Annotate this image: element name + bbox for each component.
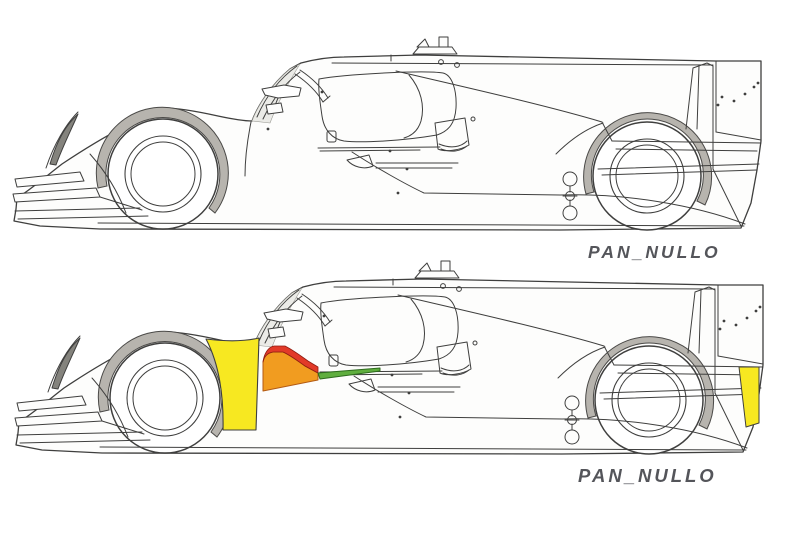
car-bottom-base: [15, 278, 764, 455]
highlight-front-side-panel: [205, 337, 260, 431]
highlight-sill-strip: [317, 367, 381, 380]
car-top-base: [13, 54, 762, 231]
highlight-rear-tail-panel: [738, 366, 760, 428]
highlight-cockpit-upper-trim: [262, 345, 319, 374]
car-view-bottom: [14, 260, 764, 455]
car-view-top: [12, 36, 762, 231]
caption-top: PAN_NULLO: [588, 242, 721, 262]
highlight-zones: [205, 337, 760, 431]
caption-bottom: PAN_NULLO: [578, 465, 717, 486]
